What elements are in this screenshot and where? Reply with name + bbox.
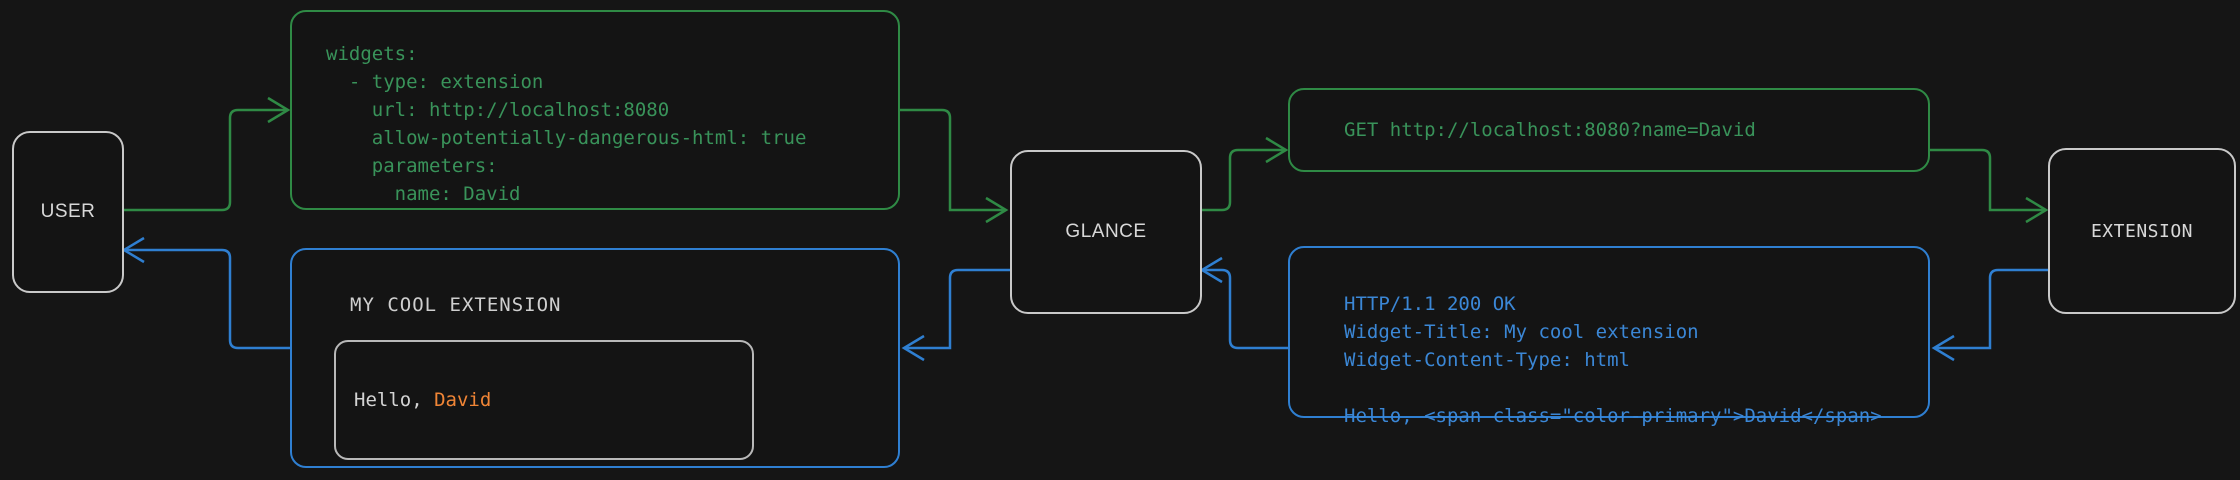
widget-greeting-name: David xyxy=(434,389,492,411)
bubble-widget: MY COOL EXTENSION Hello, David xyxy=(290,248,900,468)
connector-user-to-config xyxy=(120,96,291,212)
node-user[interactable]: USER xyxy=(12,131,124,293)
node-glance[interactable]: GLANCE xyxy=(1010,150,1202,314)
node-extension-label: EXTENSION xyxy=(2090,220,2194,242)
widget-content-box: Hello, David xyxy=(334,340,754,460)
bubble-request: GET http://localhost:8080?name=David xyxy=(1288,88,1930,172)
node-extension[interactable]: EXTENSION xyxy=(2048,148,2236,314)
connector-config-to-glance xyxy=(900,108,1009,224)
response-text: HTTP/1.1 200 OK Widget-Title: My cool ex… xyxy=(1344,293,1882,427)
config-yaml-text: widgets: - type: extension url: http://l… xyxy=(326,43,807,205)
connector-widget-to-user xyxy=(121,236,290,350)
widget-greeting-prefix: Hello, xyxy=(354,389,435,411)
widget-title: MY COOL EXTENSION xyxy=(350,294,562,316)
connector-glance-to-widget xyxy=(901,268,1010,362)
connector-glance-to-request xyxy=(1198,136,1289,212)
connector-response-to-glance xyxy=(1199,256,1288,350)
bubble-response: HTTP/1.1 200 OK Widget-Title: My cool ex… xyxy=(1288,246,1930,427)
connector-extension-to-response xyxy=(1931,268,2048,362)
request-text: GET http://localhost:8080?name=David xyxy=(1344,119,1756,141)
node-glance-label: GLANCE xyxy=(1065,221,1147,242)
node-user-label: USER xyxy=(40,201,96,222)
connector-request-to-extension xyxy=(1930,148,2049,224)
bubble-config: widgets: - type: extension url: http://l… xyxy=(290,10,900,210)
widget-greeting-line: Hello, David xyxy=(336,389,491,411)
